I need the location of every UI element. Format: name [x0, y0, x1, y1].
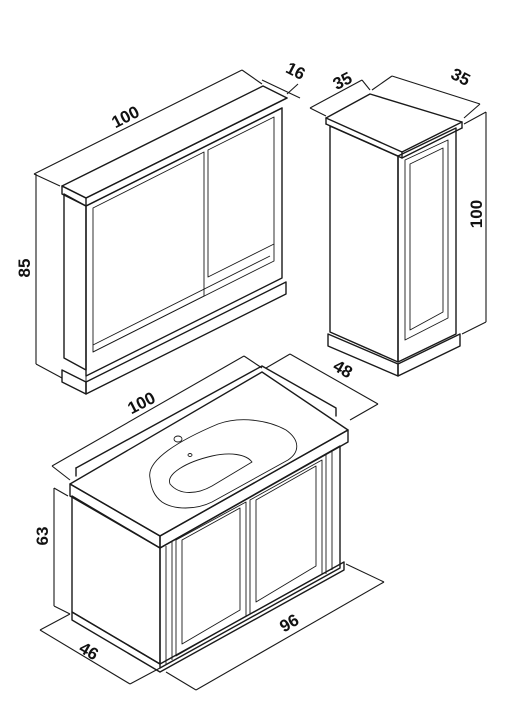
tall-cabinet-door-panel — [404, 139, 449, 341]
vanity-door-right-inset — [255, 465, 317, 603]
vanity-top-depth-dimension-line — [289, 353, 379, 405]
vanity-top-width-label: 100 — [125, 388, 159, 418]
vanity-body-front — [159, 445, 341, 669]
tall-width-label: 35 — [330, 68, 355, 94]
vanity-body-depth-label: 46 — [76, 638, 102, 664]
mirror-cabinet-front — [85, 107, 283, 377]
mirror-door-right — [207, 116, 275, 278]
tall-depth-label: 35 — [448, 64, 473, 90]
mirror-height-label: 85 — [15, 259, 34, 278]
vanity-door-left — [175, 501, 247, 657]
vanity-body-width-dimension-line — [195, 581, 385, 691]
mirror-cabinet-side — [63, 193, 87, 371]
vanity-height-label: 63 — [33, 527, 52, 546]
vanity-countertop-side — [69, 483, 161, 549]
vanity-top-width-dimension-line — [51, 355, 245, 467]
mirror-cabinet-crown — [61, 85, 288, 199]
tall-height-label: 100 — [467, 200, 486, 228]
mirror-door-left — [92, 151, 205, 353]
mirror-cabinet-crown-front — [61, 185, 87, 207]
mirror-cabinet-plinth-front — [85, 281, 287, 395]
mirror-width-dimension-line — [33, 69, 243, 175]
tall-cabinet-door-inset — [409, 147, 444, 331]
vanity-countertop-front — [159, 429, 349, 549]
vanity-basin — [69, 365, 349, 673]
mirror-cabinet-crown-edge — [85, 97, 288, 199]
vanity-plinth — [71, 561, 345, 673]
vanity-body-depth-dimension-line — [39, 629, 131, 685]
vanity-body-width-label: 96 — [276, 610, 302, 636]
tall-cabinet — [325, 93, 463, 377]
mirror-cabinet-shelf — [92, 244, 275, 353]
vanity-backsplash — [75, 365, 337, 469]
mirror-cabinet-shelf-edge — [92, 255, 271, 346]
mirror-width-label: 100 — [109, 102, 143, 132]
tall-cabinet-front — [397, 127, 457, 363]
faucet-hole — [173, 435, 183, 443]
mirror-dimensions: 100 16 85 — [15, 58, 308, 379]
basin-bowl-inner — [169, 453, 253, 493]
tall-width-dimension-line — [309, 79, 363, 109]
basin-bowl-outer — [149, 419, 298, 509]
mirror-depth-dimension-line — [261, 79, 301, 99]
tall-depth-dimension-line — [391, 75, 481, 105]
overflow-hole — [187, 453, 193, 457]
vanity-door-left-inset — [181, 507, 241, 645]
tall-cabinet-plinth-front — [397, 333, 461, 377]
tall-cabinet-side — [329, 125, 399, 363]
mirror-cabinet — [61, 85, 288, 395]
mirror-cabinet-plinth — [61, 369, 87, 395]
mirror-depth-label: 16 — [283, 58, 308, 84]
